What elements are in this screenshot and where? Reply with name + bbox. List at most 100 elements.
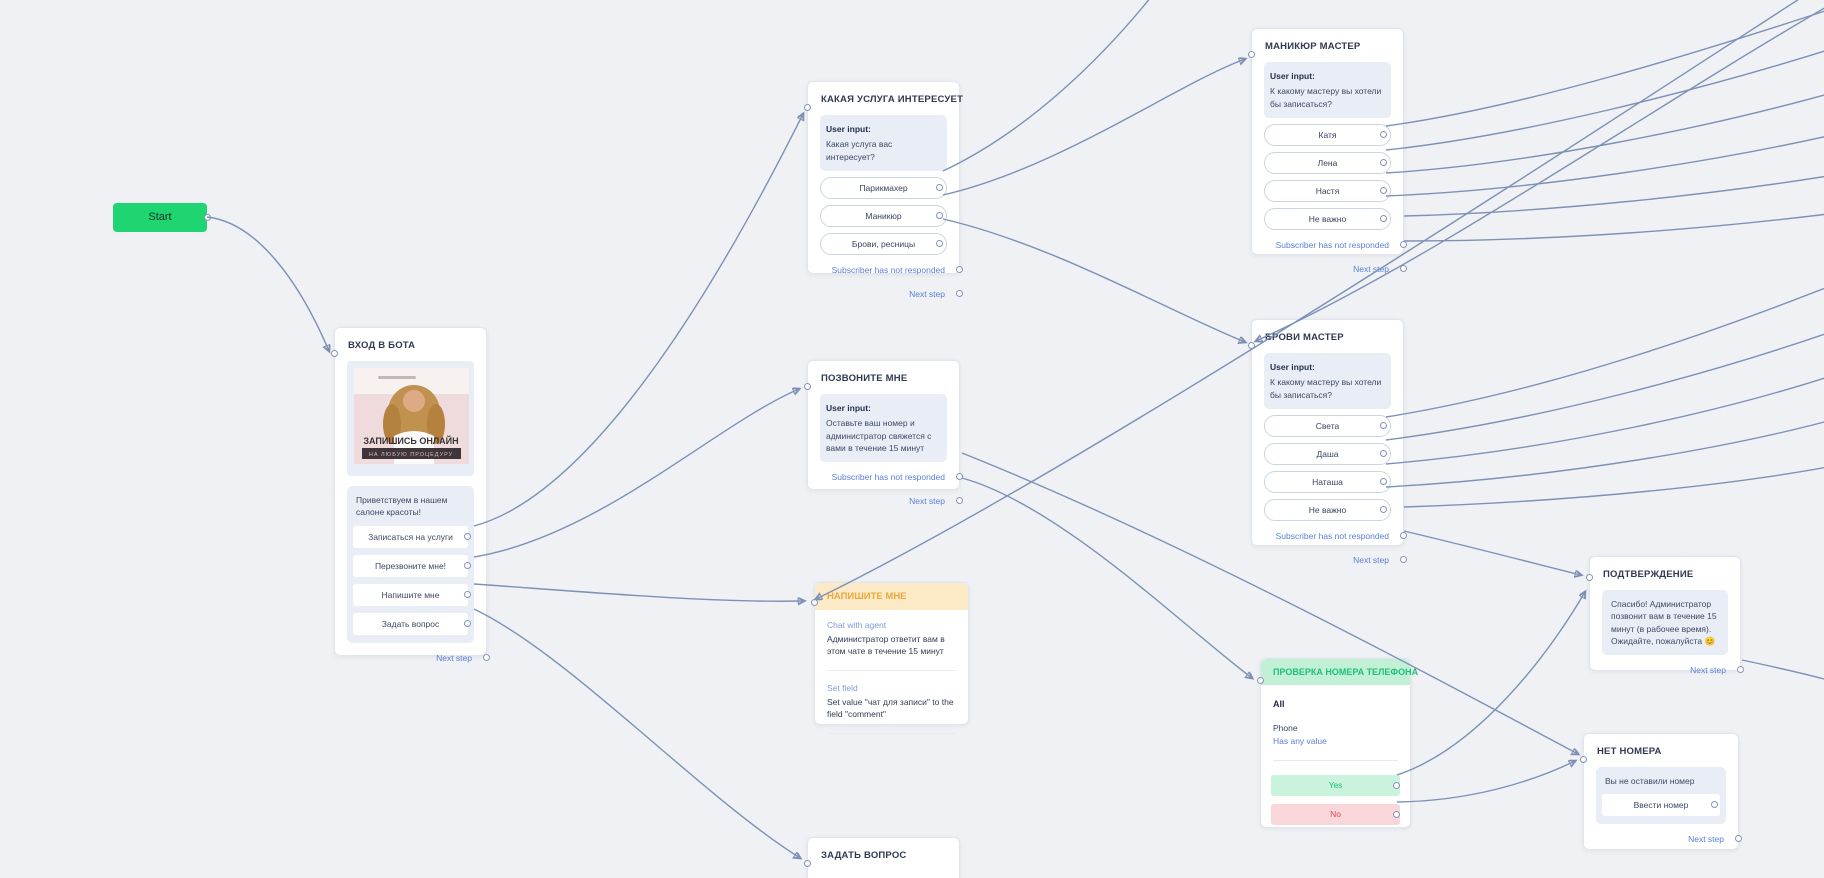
connector-out[interactable] bbox=[464, 619, 471, 627]
connector-out[interactable] bbox=[956, 497, 963, 505]
connector-out[interactable] bbox=[1400, 264, 1407, 272]
not-responded-link[interactable]: Subscriber has not responded bbox=[1266, 240, 1407, 251]
message-bubble: Спасибо! Администратор позвонит вам в те… bbox=[1602, 590, 1728, 656]
connector-out[interactable] bbox=[936, 211, 943, 219]
next-step-link[interactable]: Next step bbox=[349, 653, 490, 664]
chat-button[interactable]: Перезвоните мне! bbox=[353, 554, 471, 577]
node-net-nomera[interactable]: НЕТ НОМЕРА Вы не оставили номер Ввести н… bbox=[1580, 733, 1742, 850]
chat-button[interactable]: Задать вопрос bbox=[353, 612, 471, 635]
connector-out[interactable] bbox=[1711, 801, 1718, 809]
quick-reply-button[interactable]: Света bbox=[1264, 414, 1391, 437]
connector-in[interactable] bbox=[811, 599, 818, 606]
user-input-label: User input: bbox=[1270, 362, 1315, 372]
connector-out[interactable] bbox=[1380, 186, 1387, 194]
connector-in[interactable] bbox=[1580, 756, 1587, 763]
message-bubble: Вы не оставили номер Ввести номер bbox=[1596, 767, 1726, 825]
connector-out[interactable] bbox=[464, 561, 471, 569]
connector-in[interactable] bbox=[1248, 51, 1255, 58]
not-responded-link[interactable]: Subscriber has not responded bbox=[822, 265, 963, 276]
node-title: ПРОВЕРКА НОМЕРА ТЕЛЕФОНА bbox=[1261, 659, 1418, 685]
connector-out[interactable] bbox=[464, 590, 471, 598]
connector-out[interactable] bbox=[1400, 531, 1407, 539]
connector-out[interactable] bbox=[464, 532, 471, 540]
node-podtverzhdenie[interactable]: ПОДТВЕРЖДЕНИЕ Спасибо! Администратор поз… bbox=[1586, 556, 1744, 675]
node-zadat-vopros[interactable]: ЗАДАТЬ ВОПРОС bbox=[804, 837, 960, 878]
no-branch-button[interactable]: No bbox=[1271, 804, 1400, 825]
connector-out[interactable] bbox=[483, 653, 490, 661]
edge:kakaya-usluga:Маникюр->manikur-master bbox=[942, 59, 1245, 196]
connector-out[interactable] bbox=[1380, 477, 1387, 485]
user-input-label: User input: bbox=[826, 403, 871, 413]
connector-in[interactable] bbox=[1586, 574, 1593, 581]
yes-branch-button[interactable]: Yes bbox=[1271, 775, 1400, 796]
node-proverka-nomera[interactable]: ПРОВЕРКА НОМЕРА ТЕЛЕФОНА All Phone Has a… bbox=[1257, 658, 1418, 828]
connector-in[interactable] bbox=[1248, 342, 1255, 349]
not-responded-link[interactable]: Subscriber has not responded bbox=[822, 472, 963, 483]
node-manikur-master[interactable]: МАНИКЮР МАСТЕР User input: К какому маст… bbox=[1248, 28, 1407, 274]
connector-in[interactable] bbox=[804, 104, 811, 111]
connector-out[interactable] bbox=[1380, 130, 1387, 138]
connector-out[interactable] bbox=[956, 265, 963, 273]
quick-reply-button[interactable]: Наташа bbox=[1264, 470, 1391, 493]
connector-in[interactable] bbox=[1257, 677, 1264, 684]
quick-reply-button[interactable]: Брови, ресницы bbox=[820, 232, 947, 255]
node-title: ЗАДАТЬ ВОПРОС bbox=[821, 850, 907, 861]
connector-out[interactable] bbox=[1737, 666, 1744, 674]
connector-in[interactable] bbox=[804, 860, 811, 867]
connector-out[interactable] bbox=[1380, 449, 1387, 457]
edge:vhod-v-bota:Задать вопрос->zadat-vopros bbox=[473, 608, 800, 858]
user-input-text: К какому мастеру вы хотели бы записаться… bbox=[1270, 86, 1382, 109]
chat-button[interactable]: Записаться на услуги bbox=[353, 525, 471, 548]
connector-out[interactable] bbox=[1380, 421, 1387, 429]
start-node[interactable]: Start bbox=[113, 203, 211, 232]
next-step-link[interactable]: Next step bbox=[1266, 555, 1407, 566]
connector-out[interactable] bbox=[1393, 782, 1400, 789]
node-title: ПОДТВЕРЖДЕНИЕ bbox=[1603, 569, 1694, 580]
quick-reply-button[interactable]: Настя bbox=[1264, 179, 1391, 202]
connector-out[interactable] bbox=[936, 183, 943, 191]
node-pozvonite-mne[interactable]: ПОЗВОНИТЕ МНЕ User input: Оставьте ваш н… bbox=[804, 360, 963, 506]
connector-out[interactable] bbox=[204, 214, 211, 221]
next-step-link[interactable]: Next step bbox=[822, 289, 963, 300]
next-step-link[interactable]: Next step bbox=[1266, 264, 1407, 275]
quick-reply-button[interactable]: Лена bbox=[1264, 151, 1391, 174]
chat-button[interactable]: Напишите мне bbox=[353, 583, 471, 606]
next-step-link[interactable]: Next step bbox=[1604, 665, 1744, 676]
connector-in[interactable] bbox=[331, 350, 338, 357]
node-title: НАПИШИТЕ МНЕ bbox=[815, 583, 968, 610]
next-step-link[interactable]: Next step bbox=[1598, 834, 1742, 845]
quick-reply-button[interactable]: Маникюр bbox=[820, 204, 947, 227]
image-caption-strip: НА ЛЮБУЮ ПРОЦЕДУРУ bbox=[369, 452, 453, 458]
connector-out[interactable] bbox=[1400, 555, 1407, 563]
node-brovi-master[interactable]: БРОВИ МАСТЕР User input: К какому мастер… bbox=[1248, 319, 1407, 565]
quick-reply-button[interactable]: Катя bbox=[1264, 123, 1391, 146]
user-input-text: К какому мастеру вы хотели бы записаться… bbox=[1270, 377, 1382, 400]
not-responded-link[interactable]: Subscriber has not responded bbox=[1266, 531, 1407, 542]
node-kakaya-usluga[interactable]: КАКАЯ УСЛУГА ИНТЕРЕСУЕТ User input: Кака… bbox=[804, 81, 964, 299]
action-text: Администратор ответит вам в этом чате в … bbox=[827, 634, 945, 656]
connector-out[interactable] bbox=[1393, 811, 1400, 818]
message-text: Вы не оставили номер bbox=[1605, 776, 1695, 786]
quick-reply-button[interactable]: Парикмахер bbox=[820, 176, 947, 199]
edge:manikur-master:next-step->offscreen-right bbox=[1403, 213, 1824, 242]
connector-in[interactable] bbox=[804, 383, 811, 390]
quick-reply-button[interactable]: Не важно bbox=[1264, 207, 1391, 230]
chat-button[interactable]: Ввести номер bbox=[1602, 794, 1720, 817]
connector-out[interactable] bbox=[1735, 835, 1742, 843]
edge:kakaya-usluga:Брови, ресницы->brovi-master bbox=[942, 218, 1245, 342]
connector-out[interactable] bbox=[1400, 240, 1407, 248]
node-title: КАКАЯ УСЛУГА ИНТЕРЕСУЕТ bbox=[821, 94, 964, 105]
connector-out[interactable] bbox=[956, 473, 963, 481]
node-vhod-v-bota[interactable]: ВХОД В БОТА ЗАПИШИСЬ ОНЛАЙН НА ЛЮБУЮ ПРО… bbox=[331, 327, 490, 663]
connector-out[interactable] bbox=[1380, 214, 1387, 222]
node-napishite-mne[interactable]: НАПИШИТЕ МНЕ Chat with agent Администрат… bbox=[811, 582, 969, 734]
connector-out[interactable] bbox=[936, 239, 943, 247]
quick-reply-button[interactable]: Не важно bbox=[1264, 498, 1391, 521]
connector-out[interactable] bbox=[1380, 505, 1387, 513]
quick-reply-button[interactable]: Даша bbox=[1264, 442, 1391, 465]
connector-out[interactable] bbox=[956, 289, 963, 297]
connector-out[interactable] bbox=[1380, 158, 1387, 166]
edge:brovi-master:Света->offscreen-right bbox=[1385, 287, 1824, 418]
next-step-link[interactable]: Next step bbox=[822, 496, 963, 507]
